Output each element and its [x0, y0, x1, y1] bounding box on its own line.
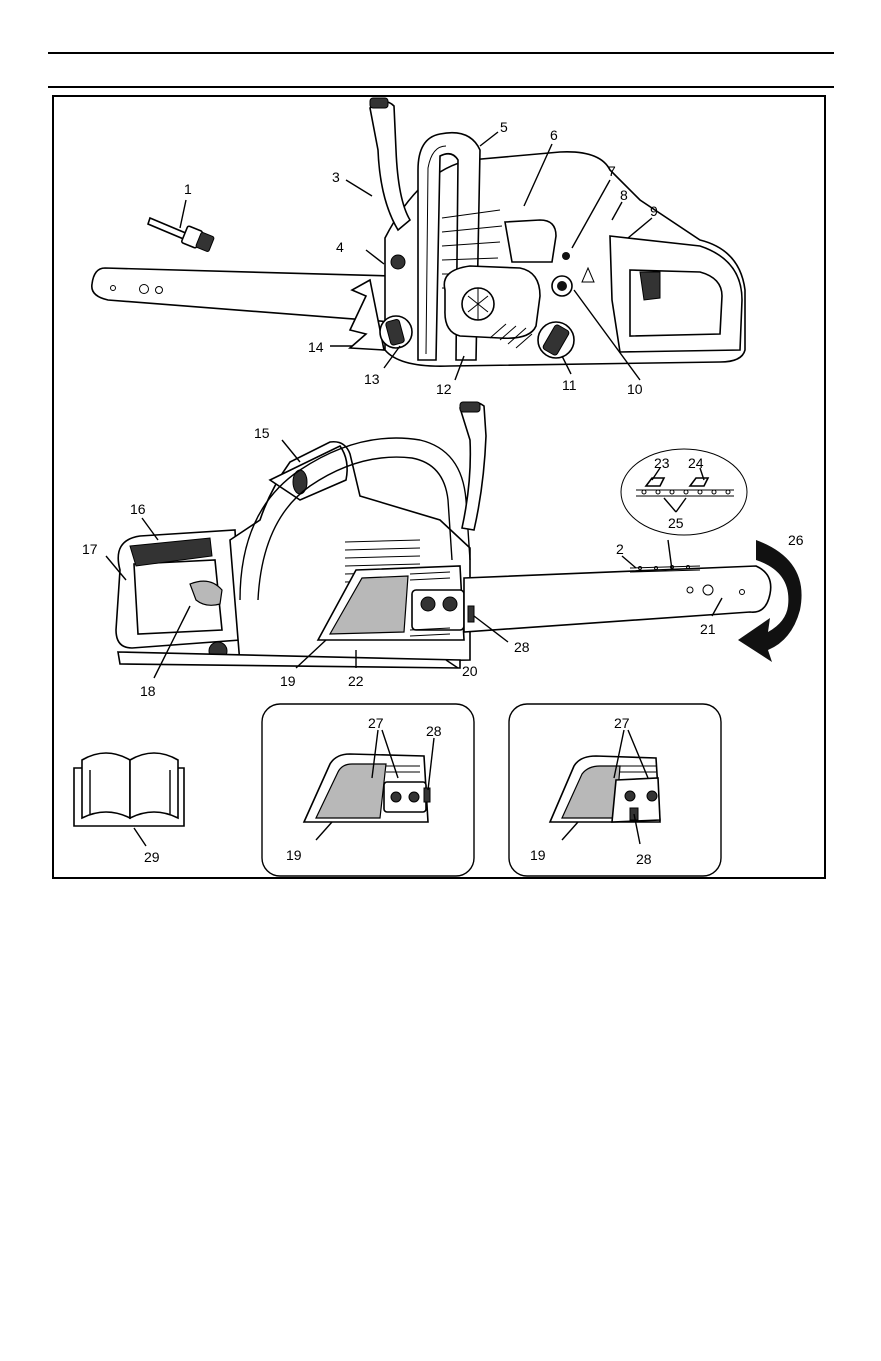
callout-11: 11 — [562, 377, 577, 393]
inset-left-callout-19: 19 — [286, 847, 302, 863]
callout-12: 12 — [436, 381, 452, 397]
callout-10: 10 — [627, 381, 643, 397]
callout-14: 14 — [308, 339, 324, 355]
callout-5: 5 — [500, 119, 508, 135]
callout-21: 21 — [700, 621, 716, 637]
callout-24: 24 — [688, 455, 704, 471]
callout-23: 23 — [654, 455, 670, 471]
callout-6: 6 — [550, 127, 558, 143]
saw-chain-detail-icon — [621, 449, 747, 535]
callout-8: 8 — [620, 187, 628, 203]
callout-3: 3 — [332, 169, 340, 185]
inset-right-callout-28: 28 — [636, 851, 652, 867]
callout-15: 15 — [254, 425, 270, 441]
callout-25: 25 — [668, 515, 684, 531]
callout-18: 18 — [140, 683, 156, 699]
callout-26: 26 — [788, 532, 804, 548]
inset-left-callout-28: 28 — [426, 723, 442, 739]
callout-19: 19 — [280, 673, 296, 689]
callout-9: 9 — [650, 203, 658, 219]
callout-17: 17 — [82, 541, 98, 557]
callout-2: 2 — [616, 541, 624, 557]
inset-right-callout-27: 27 — [614, 715, 630, 731]
callout-29: 29 — [144, 849, 160, 865]
callout-20: 20 — [462, 663, 478, 679]
callout-1: 1 — [184, 181, 192, 197]
callout-22: 22 — [348, 673, 364, 689]
inset-right-callout-19: 19 — [530, 847, 546, 863]
clutch-cover-icon — [304, 754, 430, 822]
chainsaw-bottom-icon — [116, 402, 771, 668]
callout-7: 7 — [608, 163, 616, 179]
callout-16: 16 — [130, 501, 146, 517]
manual-book-icon — [74, 753, 184, 826]
callout-28: 28 — [514, 639, 530, 655]
inset-left-callout-27: 27 — [368, 715, 384, 731]
callout-13: 13 — [364, 371, 380, 387]
callout-4: 4 — [336, 239, 344, 255]
